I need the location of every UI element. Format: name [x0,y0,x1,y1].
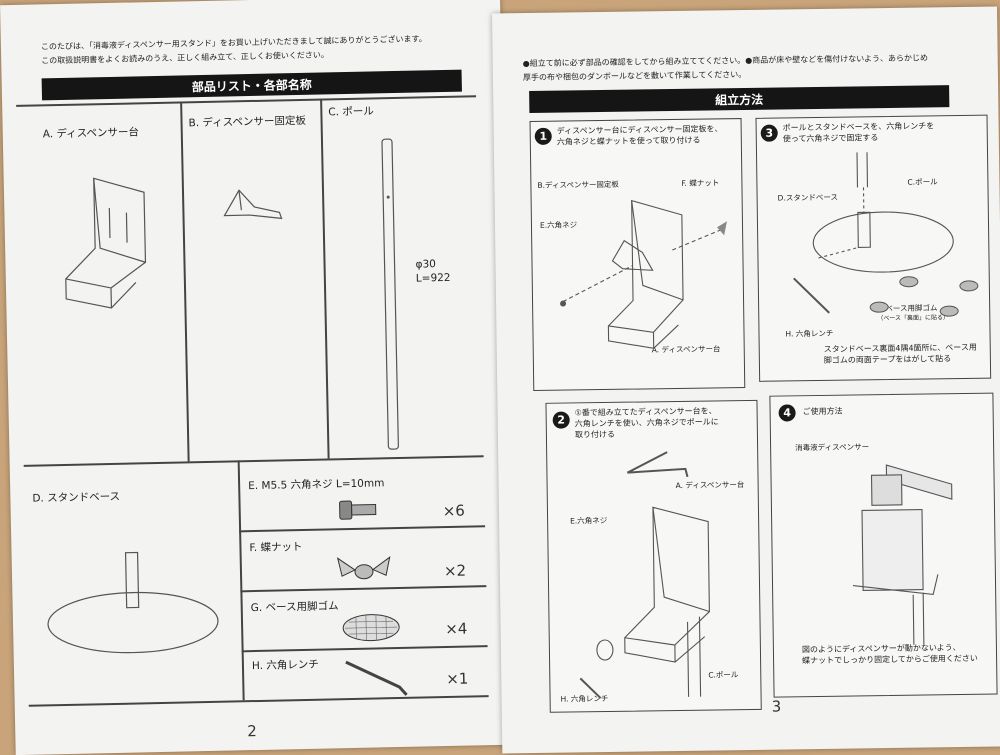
rubber-foot-illustration [341,609,412,645]
step-1-number: 1 [535,128,552,145]
step-2-text-line-2: 六角レンチを使い、六角ネジでポールに [575,416,719,429]
pole-length-spec: L=922 [416,272,451,285]
qty-e: ×6 [443,502,465,520]
step-2-diagram [567,446,750,698]
page-number-right: 3 [772,698,782,716]
step-3-diagram [787,146,979,329]
intro-text: このたびは、「消毒液ディスペンサー用スタンド」をお買い上げいただきまして誠にあり… [41,32,427,68]
part-h-label: H. 六角レンチ [252,657,319,673]
part-a-label: A. ディスペンサー台 [43,124,140,141]
fixing-plate-illustration [219,184,290,225]
step-3-number: 3 [761,125,778,142]
pole-diameter-spec: φ30 [415,258,436,270]
step-2-box: 2 ①番で組み立てたディスペンサー台を、 六角レンチを使い、六角ネジでポールに … [545,400,761,713]
step-1-text-line-2: 六角ネジと蝶ナットを使って取り付ける [557,134,723,147]
grid-row-gh [242,645,488,652]
right-page: ●組立て前に必ず部品の確認をしてから組み立ててください。●商品が床や壁などを傷付… [492,6,1000,753]
hex-screw-illustration [335,492,386,528]
assembly-banner: 組立方法 [529,85,949,113]
part-f-label: F. 蝶ナット [249,539,302,555]
grid-divider-bc [320,99,329,459]
qty-f: ×2 [444,562,466,580]
parts-list-title: 部品リスト・各部名称 [192,75,312,95]
notice-text: ●組立て前に必ず部品の確認をしてから組み立ててください。●商品が床や壁などを傷付… [523,51,929,85]
step-3-label-wrench: H. 六角レンチ [785,328,833,340]
pole-illustration [378,137,405,457]
part-b-label: B. ディスペンサー固定板 [188,113,306,130]
step-4-label-dispenser: 消毒液ディスペンサー [795,441,869,453]
hex-wrench-illustration [344,657,415,698]
grid-bottom-line [29,695,489,706]
page-number-left: 2 [247,722,257,740]
left-page: このたびは、「消毒液ディスペンサー用スタンド」をお買い上げいただきまして誠にあり… [0,0,516,755]
step-2-number: 2 [553,411,570,428]
step-3-text-line-2: 使って六角ネジで固定する [783,131,935,144]
dispenser-stand-illustration [53,167,156,319]
step-1-text: ディスペンサー台にディスペンサー固定板を、 六角ネジと蝶ナットを使って取り付ける [557,123,723,147]
step-2-text-line-3: 取り付ける [575,427,719,440]
grid-divider-de [238,460,245,700]
step-2-text: ①番で組み立てたディスペンサー台を、 六角レンチを使い、六角ネジでポールに 取り… [575,405,719,440]
stand-base-illustration [41,546,223,660]
step-3-note: スタンドベース裏面4隅4箇所に、ベース用 脚ゴムの両面テープをはがして貼る [824,342,977,366]
wing-nut-illustration [334,547,395,588]
step-1-label-nut: F. 蝶ナット [681,177,719,189]
part-g-label: G. ベース用脚ゴム [251,598,339,615]
step-1-box: 1 ディスペンサー台にディスペンサー固定板を、 六角ネジと蝶ナットを使って取り付… [530,118,746,391]
qty-h: ×1 [446,670,468,688]
step-4-box: 4 ご使用方法 消毒液ディスペンサー 図のようにディスペンサーが動かないよう、 … [769,393,997,698]
step-3-text: ポールとスタンドベースを、六角レンチを 使って六角ネジで固定する [783,120,935,144]
part-c-label: C. ポール [328,103,374,119]
part-d-label: D. スタンドベース [32,489,120,506]
grid-divider-ab [180,101,189,461]
step-4-diagram [811,454,964,646]
step-1-diagram [552,189,734,351]
step-3-note-line-2: 脚ゴムの両面テープをはがして貼る [824,353,977,366]
assembly-title: 組立方法 [715,90,763,108]
qty-g: ×4 [445,620,467,638]
step-4-number: 4 [779,404,796,421]
parts-list-banner: 部品リスト・各部名称 [42,70,462,101]
step-4-title: ご使用方法 [803,406,843,418]
step-4-note-line-2: 蝶ナットでしっかり固定してからご使用ください [802,653,978,666]
grid-mid-line [24,455,484,466]
part-e-label: E. M5.5 六角ネジ L=10mm [248,475,385,493]
step-3-box: 3 ポールとスタンドベースを、六角レンチを 使って六角ネジで固定する C.ポール… [756,115,992,382]
step-1-label-plate: B.ディスペンサー固定板 [537,179,619,191]
